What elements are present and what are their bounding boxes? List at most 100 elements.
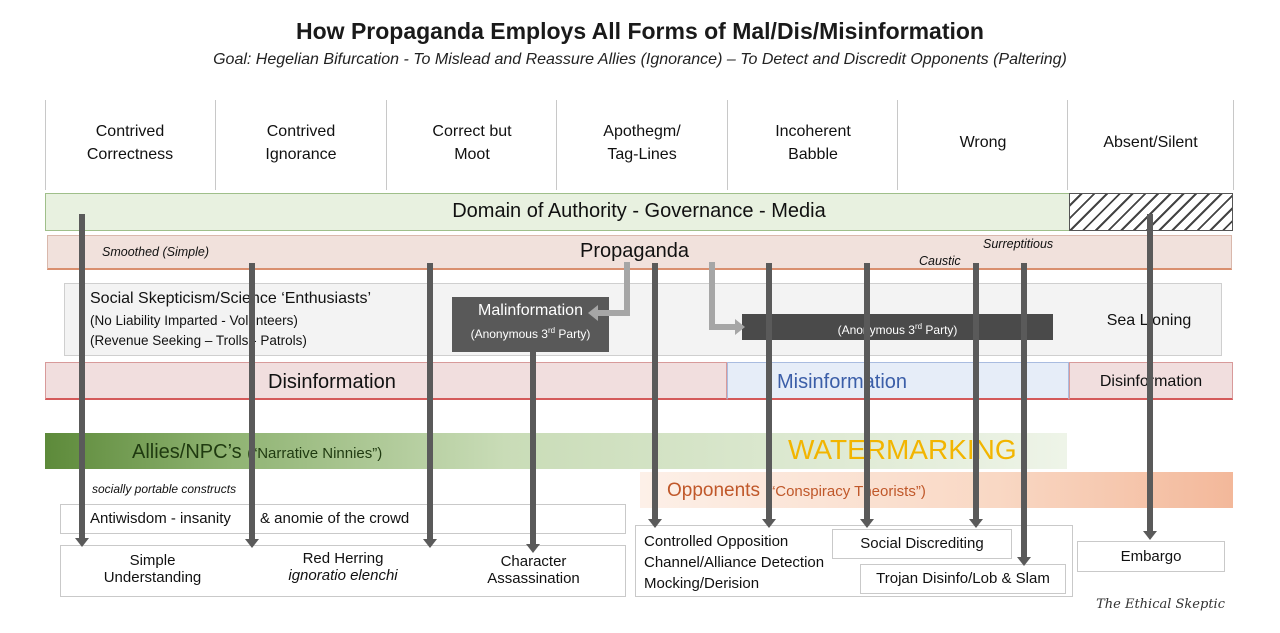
down-arrow-trojan <box>1017 263 1031 566</box>
anon-connector <box>709 262 735 330</box>
outcome-line: Channel/Alliance Detection <box>644 554 825 571</box>
column-header-apothegm: Apothegm/Tag-Lines <box>557 120 727 166</box>
outcome-line: Red Herring <box>302 550 384 567</box>
column-divider <box>1067 100 1068 190</box>
outcome-line: Mocking/Derision <box>644 575 760 592</box>
allies-label: Allies/NPC’s (“Narrative Ninnies”) <box>132 441 382 464</box>
column-divider <box>1233 100 1234 190</box>
down-arrow-social-discrediting <box>860 263 874 528</box>
propaganda-band <box>47 235 1232 270</box>
opponents-text: Opponents <box>667 480 760 501</box>
social-skepticism-title: Social Skepticism/Science ‘Enthusiasts’ <box>90 290 372 307</box>
arrow-head <box>588 305 598 321</box>
column-header-line: Moot <box>454 146 490 163</box>
column-divider <box>556 100 557 190</box>
embargo: Embargo <box>1120 548 1182 565</box>
trojan-box <box>860 564 1066 594</box>
anon-text: Party) <box>555 327 591 341</box>
down-arrow-embargo <box>1143 214 1157 540</box>
authority-band <box>45 193 1233 231</box>
anon-text: (Anonymous 3 <box>837 323 915 337</box>
opponents-label: Opponents (“Conspiracy Theorists”) <box>667 480 926 502</box>
malinformation-label: Malinformation <box>478 302 583 319</box>
column-header-line: Correct but <box>432 123 512 140</box>
down-arrow-red-herring <box>245 263 259 548</box>
column-divider <box>727 100 728 190</box>
misinformation-band <box>727 362 1069 400</box>
down-arrow-channel-detection <box>762 263 776 528</box>
social-skepticism-sub2: (Revenue Seeking – Trolls - Patrols) <box>90 333 307 348</box>
outcome-line: ignoratio elenchi <box>288 567 398 584</box>
surreptitious-label: Surreptitious <box>983 237 1054 251</box>
column-header-line: Contrived <box>266 123 336 140</box>
authority-label: Domain of Authority - Governance - Media <box>452 200 826 222</box>
allies-text: Allies/NPC’s <box>132 441 242 463</box>
column-header-line: Apothegm/ <box>603 123 681 140</box>
social-discrediting: Social Discrediting <box>860 535 984 552</box>
column-header-wrong: Wrong <box>898 131 1068 154</box>
column-header-line: Absent/Silent <box>1103 134 1198 151</box>
anonymous-party-label: (Anonymous 3rd Party) <box>452 326 609 341</box>
column-header-line: Incoherent <box>775 123 851 140</box>
embargo-box <box>1077 541 1225 572</box>
social-discrediting-box <box>832 529 1012 559</box>
column-header-absent-silent: Absent/Silent <box>1068 131 1233 154</box>
outcome-line: Controlled Opposition <box>644 533 789 550</box>
anon-text: (Anonymous 3 <box>470 327 548 341</box>
allies-bar <box>45 433 1067 469</box>
column-header-line: Babble <box>788 146 838 163</box>
propaganda-label: Propaganda <box>580 240 689 262</box>
antiwisdom-text-a: Antiwisdom - insanity <box>90 510 231 527</box>
caustic-label: Caustic <box>919 254 961 268</box>
column-header-line: Ignorance <box>265 146 337 163</box>
signature: The Ethical Skeptic <box>1096 597 1225 612</box>
column-divider <box>215 100 216 190</box>
left-outcomes-box <box>60 545 626 597</box>
connector-arrows <box>588 262 745 335</box>
malinfo-connector <box>598 262 630 316</box>
anon-sup: rd <box>547 326 556 335</box>
column-header-line: Wrong <box>959 134 1007 151</box>
allies-quote: (“Narrative Ninnies”) <box>247 445 383 462</box>
arrow-head <box>735 319 745 335</box>
column-header-line: Correctness <box>86 146 174 163</box>
antiwisdom-text-b: & anomie of the crowd <box>260 510 410 527</box>
disinformation-band <box>45 362 727 400</box>
watermarking-label: WATERMARKING <box>788 434 1017 465</box>
column-divider <box>897 100 898 190</box>
down-arrow-controlled-opposition <box>648 263 662 528</box>
anon-text: Party) <box>922 323 958 337</box>
outcome-line: Understanding <box>103 569 202 586</box>
smoothed-label: Smoothed (Simple) <box>102 245 209 259</box>
down-arrow-simple-understanding <box>75 214 89 547</box>
down-arrow-character-assassination <box>526 352 540 553</box>
column-divider <box>45 100 46 190</box>
anonymous-party-box: (Anonymous 3rd Party) <box>742 314 1053 340</box>
outcome-line: Assassination <box>487 570 580 587</box>
disinformation-label: Disinformation <box>268 371 396 393</box>
outcome-line: Simple <box>129 552 176 569</box>
trojan-disinfo: Trojan Disinfo/Lob & Slam <box>876 570 1050 587</box>
outcome-line: Character <box>500 553 567 570</box>
opponents-quote: (“Conspiracy Theorists”) <box>765 483 926 500</box>
anon-sup: rd <box>914 322 923 331</box>
page-subtitle: Goal: Hegelian Bifurcation - To Mislead … <box>213 51 1067 68</box>
malinformation-box: Malinformation (Anonymous 3rd Party) <box>452 297 609 352</box>
misinformation-label: Misinformation <box>777 371 908 393</box>
down-arrow-social-discrediting-2 <box>969 263 983 528</box>
page-title: How Propaganda Employs All Forms of Mal/… <box>296 18 984 44</box>
portable-constructs-label: socially portable constructs <box>92 482 237 496</box>
down-arrow-red-herring-2 <box>423 263 437 548</box>
column-header-line: Tag-Lines <box>607 146 677 163</box>
column-header-line: Contrived <box>95 123 165 140</box>
column-divider <box>386 100 387 190</box>
opponents-bar <box>640 472 1233 508</box>
